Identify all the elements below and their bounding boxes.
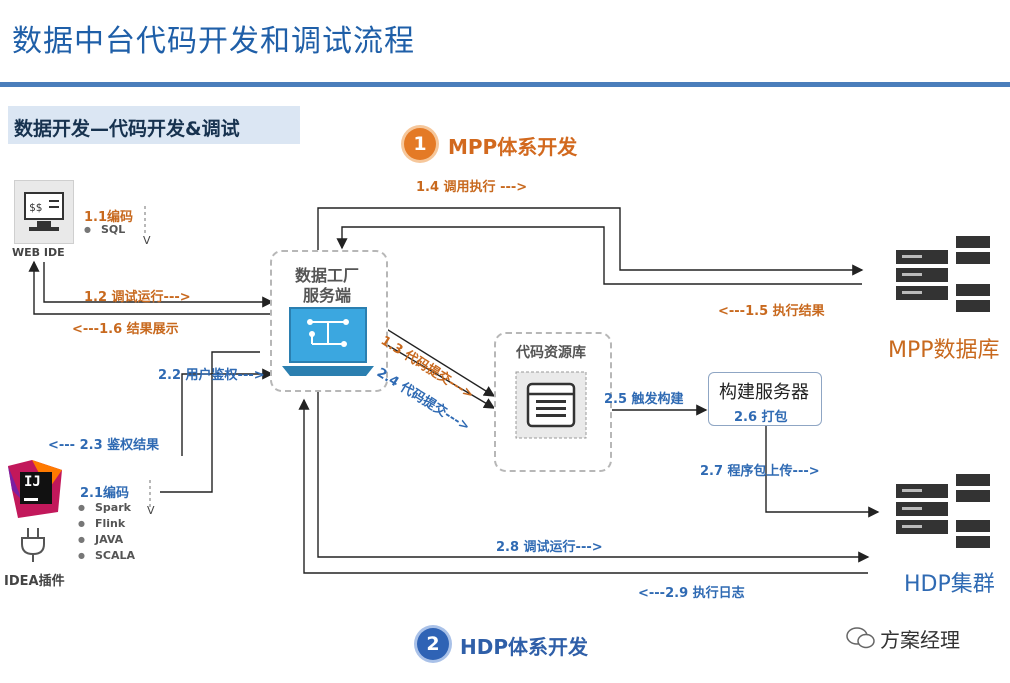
connector-2-8: [317, 392, 870, 563]
step-1-2-label: 1.2 调试运行--->: [84, 290, 191, 305]
hdp-server-icon: [896, 474, 990, 548]
hdp-step-badge: 2: [417, 628, 449, 660]
connector-1-5: [336, 226, 862, 285]
step-2-7-label: 2.7 程序包上传--->: [700, 464, 820, 479]
list-item: SCALA: [78, 548, 135, 564]
hdp-heading: HDP体系开发: [460, 635, 588, 659]
step-1-6-label: <---1.6 结果展示: [72, 322, 179, 337]
watermark-text: 方案经理: [880, 628, 960, 652]
idea-plugin-label: IDEA插件: [4, 574, 65, 589]
idea-plugin-node: IJ: [8, 460, 62, 520]
connector-2-9: [298, 398, 868, 574]
list-item: Spark: [78, 500, 135, 516]
step-2-8-label: 2.8 调试运行--->: [496, 540, 603, 555]
connector-1-4: [317, 207, 864, 276]
hdp-cluster-label: HDP集群: [904, 572, 995, 597]
web-ide-label: WEB IDE: [12, 246, 65, 259]
step-2-1-label: 2.1编码: [80, 486, 130, 501]
step-2-1-list: Spark Flink JAVA SCALA: [78, 500, 135, 564]
step-1-1-arrow: V: [143, 234, 151, 247]
mpp-step-badge: 1: [404, 128, 436, 160]
step-1-1-list: SQL: [84, 222, 125, 238]
slide-title: 数据中台代码开发和调试流程: [12, 24, 415, 59]
list-item: JAVA: [78, 532, 135, 548]
step-2-1-arrow: V: [147, 504, 155, 517]
connector-2-3: [160, 351, 260, 493]
step-2-9-label: <---2.9 执行日志: [638, 586, 745, 601]
factory-title-line1: 数据工厂: [294, 266, 359, 285]
list-item: Flink: [78, 516, 135, 532]
repository-icon: [515, 371, 587, 439]
step-2-6-label: 2.6 打包: [734, 410, 788, 425]
plug-icon: [21, 528, 45, 562]
mpp-heading: MPP体系开发: [448, 135, 578, 159]
section-title: 数据开发—代码开发&调试: [14, 118, 240, 140]
connector-2-2: [181, 368, 274, 456]
title-divider: [0, 82, 1010, 87]
list-item: SQL: [84, 222, 125, 238]
factory-title-line2: 服务端: [302, 286, 351, 305]
connector-1-6: [28, 260, 272, 315]
web-ide-node: $$: [14, 180, 74, 244]
build-server-node: [708, 372, 822, 426]
build-server-title: 构建服务器: [719, 382, 809, 403]
connector-1-3: [371, 319, 496, 397]
laptop-icon: [282, 307, 374, 376]
connector-1-2: [43, 262, 274, 308]
intellij-logo-icon: [8, 460, 62, 518]
step-1-5-label: <---1.5 执行结果: [718, 304, 825, 319]
mpp-server-icon: [896, 236, 990, 312]
repo-title: 代码资源库: [516, 345, 586, 361]
step-2-5-label: 2.5 触发构建: [604, 392, 684, 407]
step-1-4-label: 1.4 调用执行 --->: [416, 180, 528, 195]
intellij-logo-text: IJ: [24, 474, 41, 490]
step-2-3-label: <--- 2.3 鉴权结果: [48, 438, 160, 453]
monitor-icon: $$: [24, 192, 64, 231]
connector-2-7: [765, 426, 880, 518]
wechat-icon: [846, 627, 875, 649]
svg-text:$$: $$: [29, 201, 42, 214]
step-2-2-label: 2.2 用户鉴权--->: [158, 368, 265, 383]
mpp-database-label: MPP数据库: [888, 338, 1000, 363]
connector-2-4: [371, 335, 496, 409]
section-banner: [8, 106, 300, 144]
